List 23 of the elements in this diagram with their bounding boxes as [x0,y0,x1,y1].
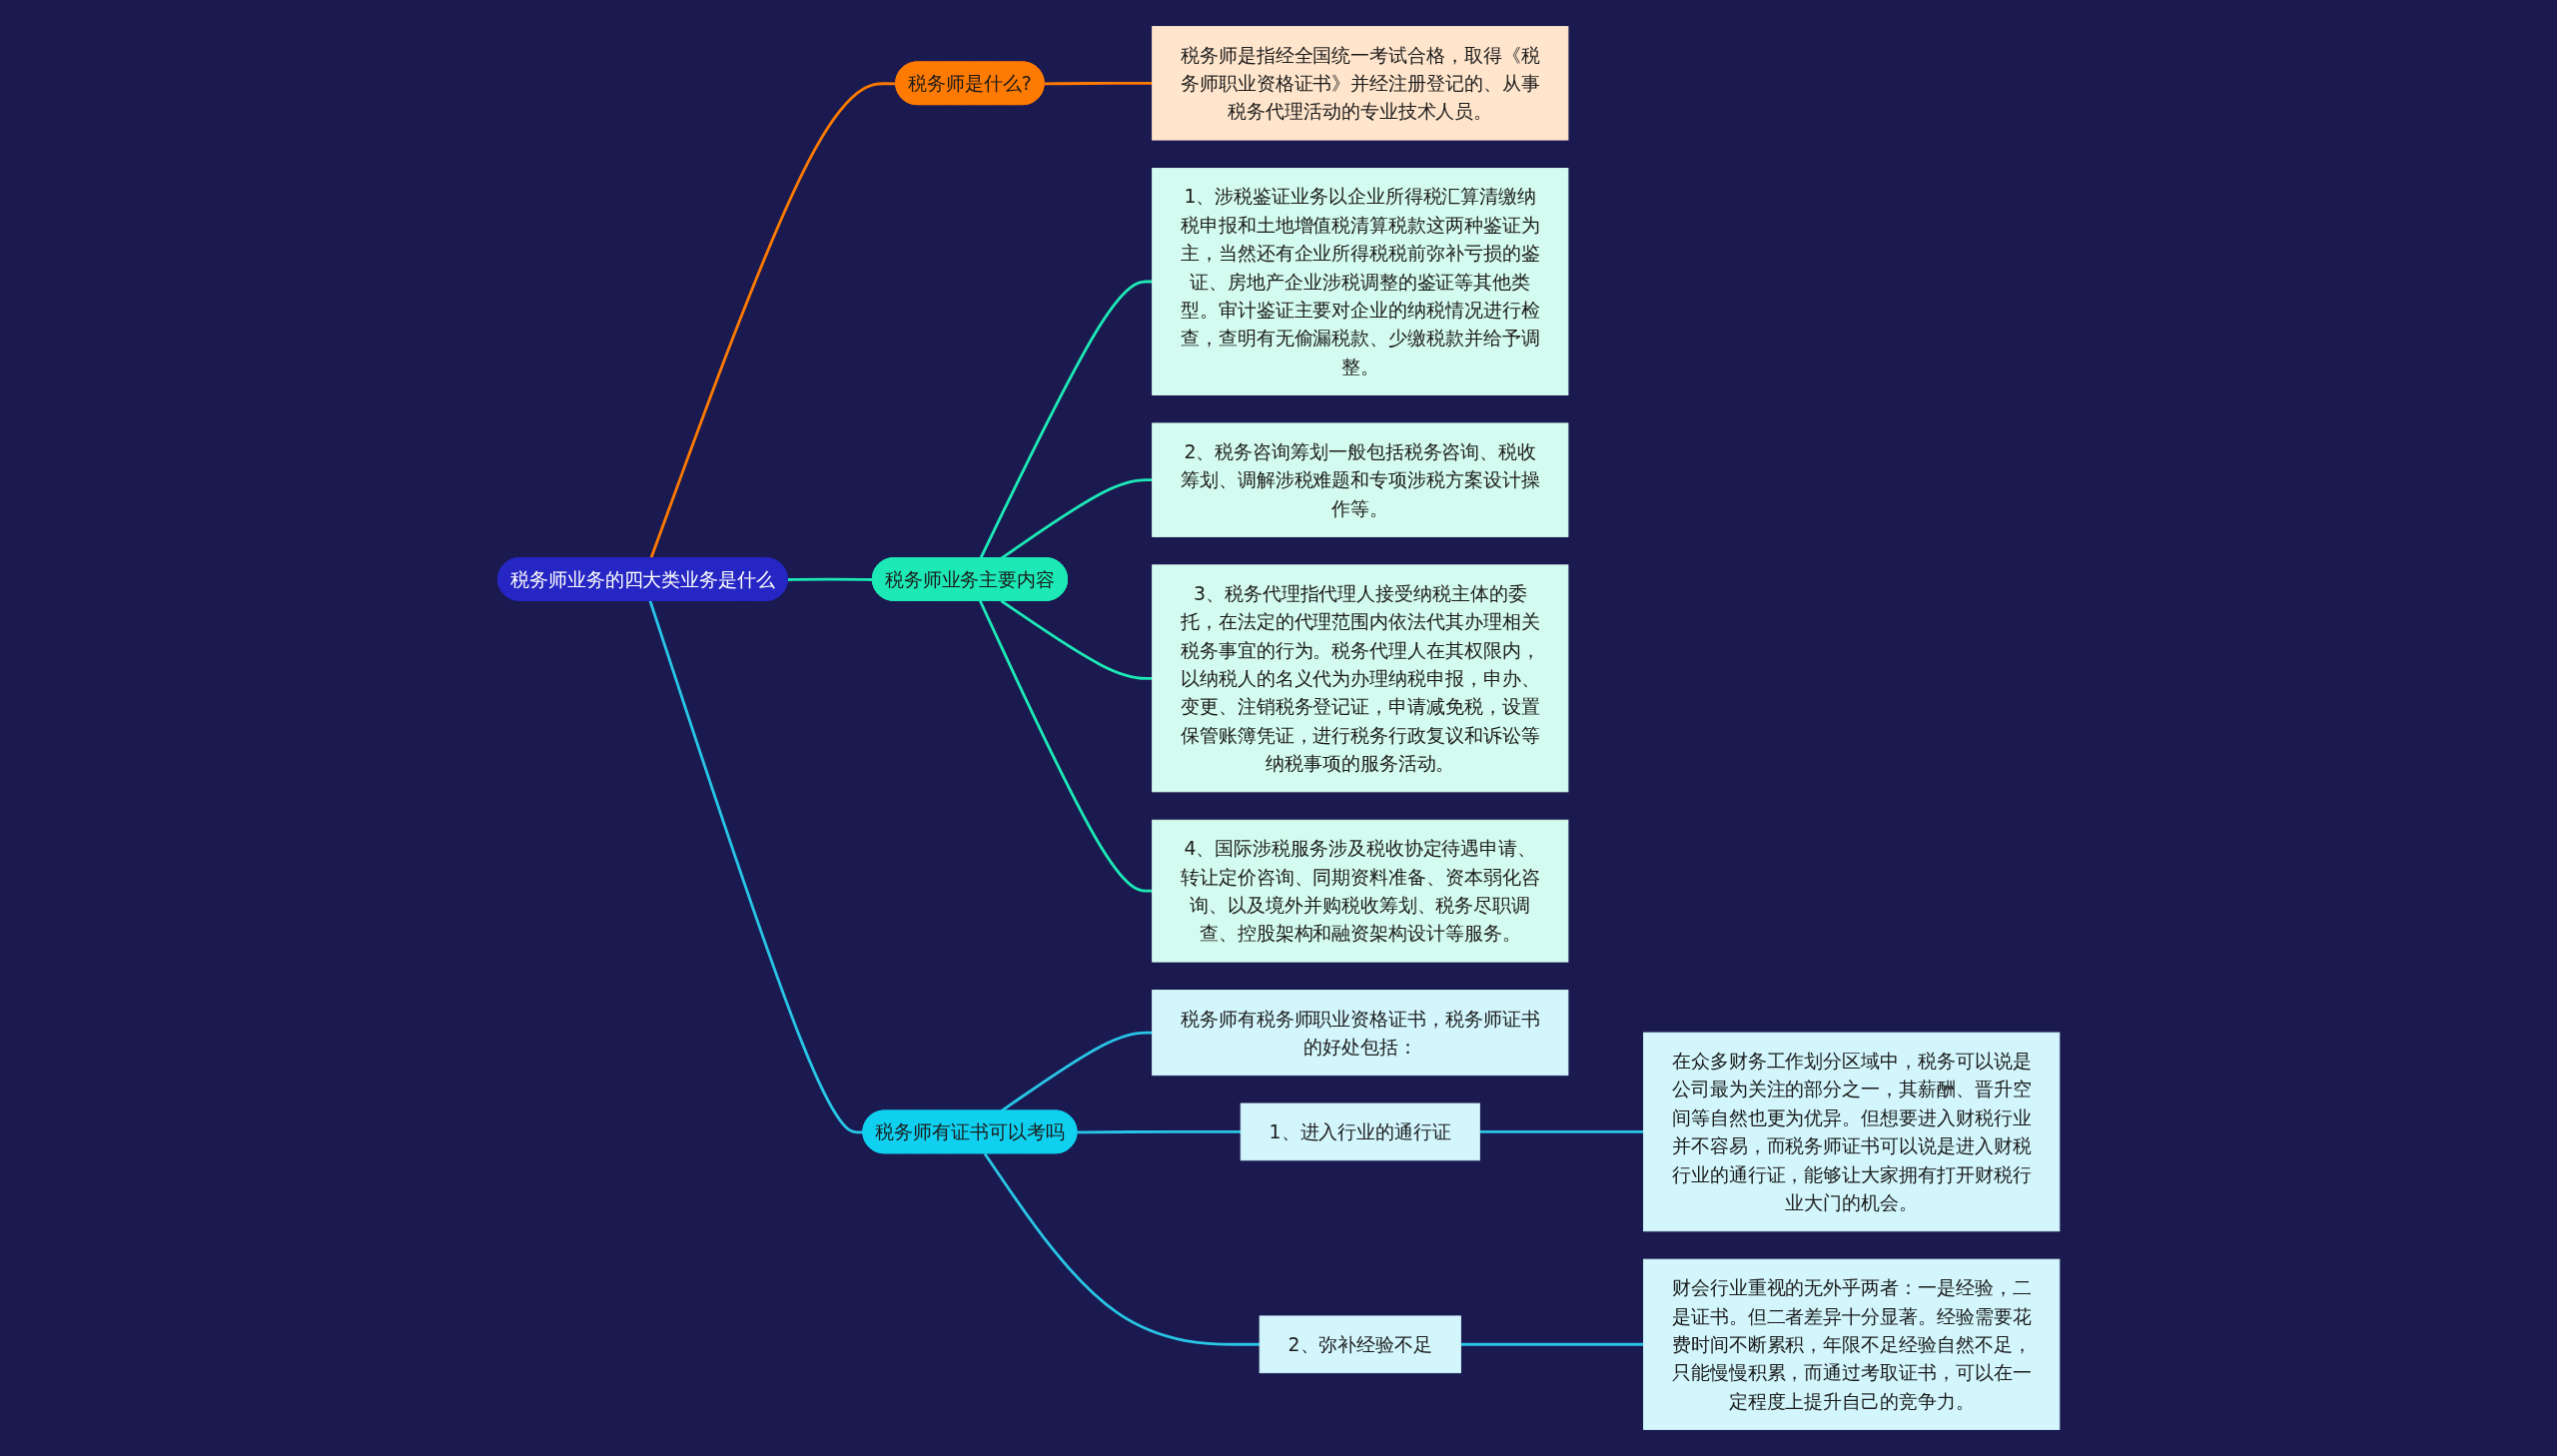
connector [1000,1031,1153,1112]
node-box [1259,1315,1461,1374]
node-box [1151,168,1569,395]
connector [649,82,897,559]
connector [648,600,864,1134]
connector [1044,81,1153,86]
node-box [1240,1102,1480,1161]
connector [1077,1130,1242,1134]
connector [1479,1130,1644,1133]
node-box [1642,1258,2061,1430]
connector [978,600,1153,893]
node-box [1151,564,1569,793]
connector [983,1152,1260,1346]
connector [979,280,1153,559]
node-box [1642,1032,2061,1232]
node-box [1151,422,1569,537]
connector [787,577,873,581]
node-box [1151,819,1569,963]
node-box [1151,990,1569,1077]
connector [1000,599,1153,680]
node-box [1151,26,1569,141]
connector [1460,1342,1644,1346]
mind-map-diagram: 税务师业务的四大类业务是什么 税务师是什么? 税务师是指经全国统一考试合格，取得《税务师职业资格证书》并经注册登记的、从事税务代理活动的专业技术人员。 税务师业务主要内容 1、涉税鉴证业务以企业所得税汇算清缴纳税申报和土地增值税清算税款这两种鉴证为主，当然还有企业所得税税前弥补亏损的鉴证、房地产企业涉税调整的鉴证等其他类型。审计鉴证主要对企业的纳税情况进行检查，查明有无偷漏税款、少缴税款并给予调整。 2、税务咨询筹划一般包括税务咨询、税收筹划、调解涉税难题和专项涉税方案设计操作等。 3、税务代理指代理人接受纳税主体的委托，在法定的代理范围内依法代其办理相关税务事宜的行为。税务代理人在其权限内，以纳税人的名义代为办理纳税申报，申办、变更、注销税务登记证，申请减免税，设置保管账簿凭证，进行税务行政复议和诉讼等纳税事项的服务活动。 4、国际涉税服务涉及税收协定待遇申请、转让定价咨询、同期资料准备、资本弱化咨询、以及境外并购税收筹划、税务尽职调查、控股架构和融资架构设计等服务。 税务师有证书可以考吗 税务师有税务师职业资格证书，税务师证书的好处包括： 1、进入行业的通行证 在众多财务工作划分区域中，税务可以说是公司最为关注的部分之一，其薪酬、晋升空间等自然也更为优异。但想要进入财税行业并不容易，而税务师证书可以说是进入财税行业的通行证，能够让大家拥有打开财税行业大门的机会。 2、弥补经验不足 财会行业重视的无外乎两者：一是经验，二是证书。但二者差异十分显著。经验需要花费时间不断累积，年限不足经验自然不足，只能慢慢积累，而通过考取证书，可以在一定程度上提升自己的竞争力。 [489,19,2068,1437]
